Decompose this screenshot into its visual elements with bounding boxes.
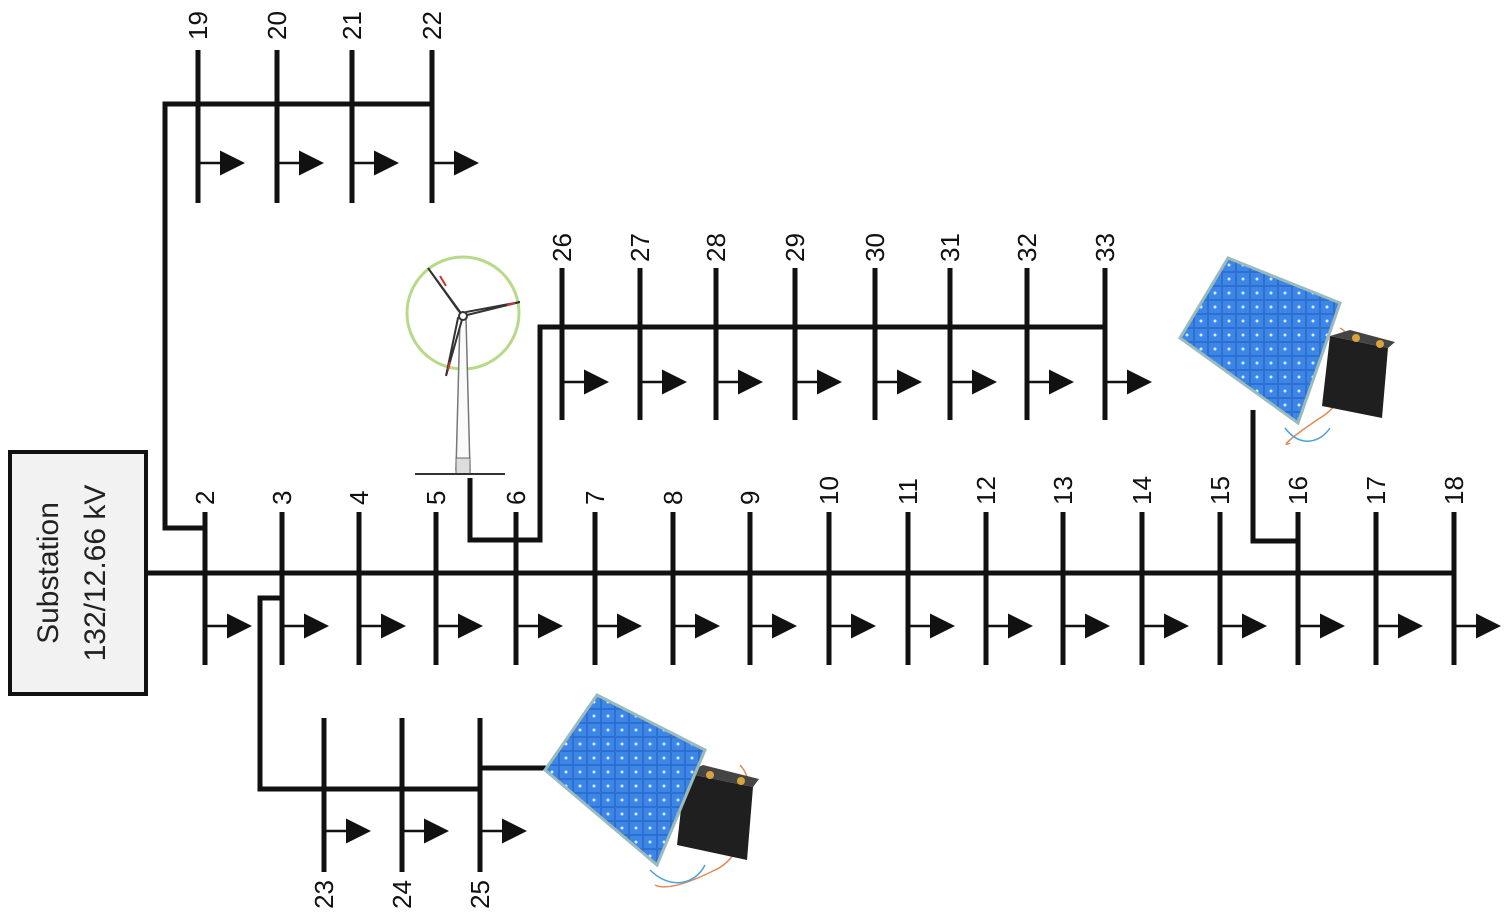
mid-branch-feeder — [516, 324, 1104, 543]
bus-label-14: 14 — [1127, 476, 1157, 505]
solar-panel-battery-icon — [1178, 256, 1395, 445]
bus-label-32: 32 — [1012, 233, 1042, 262]
bus-label-8: 8 — [658, 491, 688, 505]
bus-label-20: 20 — [262, 11, 292, 40]
bus-label-16: 16 — [1283, 476, 1313, 505]
bus-label-24: 24 — [387, 880, 417, 909]
bus-label-9: 9 — [735, 491, 765, 505]
bus-label-27: 27 — [625, 233, 655, 262]
top-branch-buses: 19 20 21 22 — [183, 11, 479, 203]
bus-label-12: 12 — [971, 476, 1001, 505]
bus-label-25: 25 — [465, 880, 495, 909]
substation-box: Substation 132/12.66 kV — [8, 450, 148, 696]
bus-label-6: 6 — [501, 491, 531, 505]
substation-label-line2: 132/12.66 kV — [79, 485, 112, 662]
wind-turbine-icon — [405, 255, 521, 475]
solar-panel-battery-icon — [542, 693, 759, 888]
bus-label-2: 2 — [190, 491, 220, 505]
bus-label-5: 5 — [421, 491, 451, 505]
bus-label-28: 28 — [701, 233, 731, 262]
bus-label-4: 4 — [344, 491, 374, 505]
bus-label-33: 33 — [1090, 233, 1120, 262]
bus-label-22: 22 — [417, 11, 447, 40]
bus-label-3: 3 — [267, 491, 297, 505]
mid-branch-buses: 26 27 28 29 30 31 32 33 — [547, 233, 1152, 420]
bus-label-31: 31 — [935, 233, 965, 262]
wind-connection-line — [467, 478, 516, 543]
bus-label-18: 18 — [1439, 476, 1469, 505]
bus-label-7: 7 — [580, 491, 610, 505]
bus-label-30: 30 — [860, 233, 890, 262]
bus-label-10: 10 — [814, 476, 844, 505]
pv16-connection-line — [1250, 410, 1298, 544]
bus-label-19: 19 — [183, 11, 213, 40]
bus-label-23: 23 — [309, 880, 339, 909]
bus-label-29: 29 — [780, 233, 810, 262]
substation-label-line1: Substation — [32, 502, 65, 644]
bus-label-11: 11 — [893, 478, 923, 505]
bus-label-21: 21 — [337, 11, 367, 40]
bottom-branch-feeder — [257, 595, 480, 792]
bus-label-17: 17 — [1361, 476, 1391, 505]
bus-label-15: 15 — [1205, 476, 1235, 505]
main-buses: 2 3 4 5 6 7 8 9 10 11 12 13 14 15 16 17 18 — [190, 476, 1501, 665]
bottom-branch-buses: 23 24 25 — [309, 718, 527, 909]
bus-label-26: 26 — [547, 233, 577, 262]
bus-label-13: 13 — [1048, 476, 1078, 505]
top-branch-feeder — [162, 101, 432, 531]
